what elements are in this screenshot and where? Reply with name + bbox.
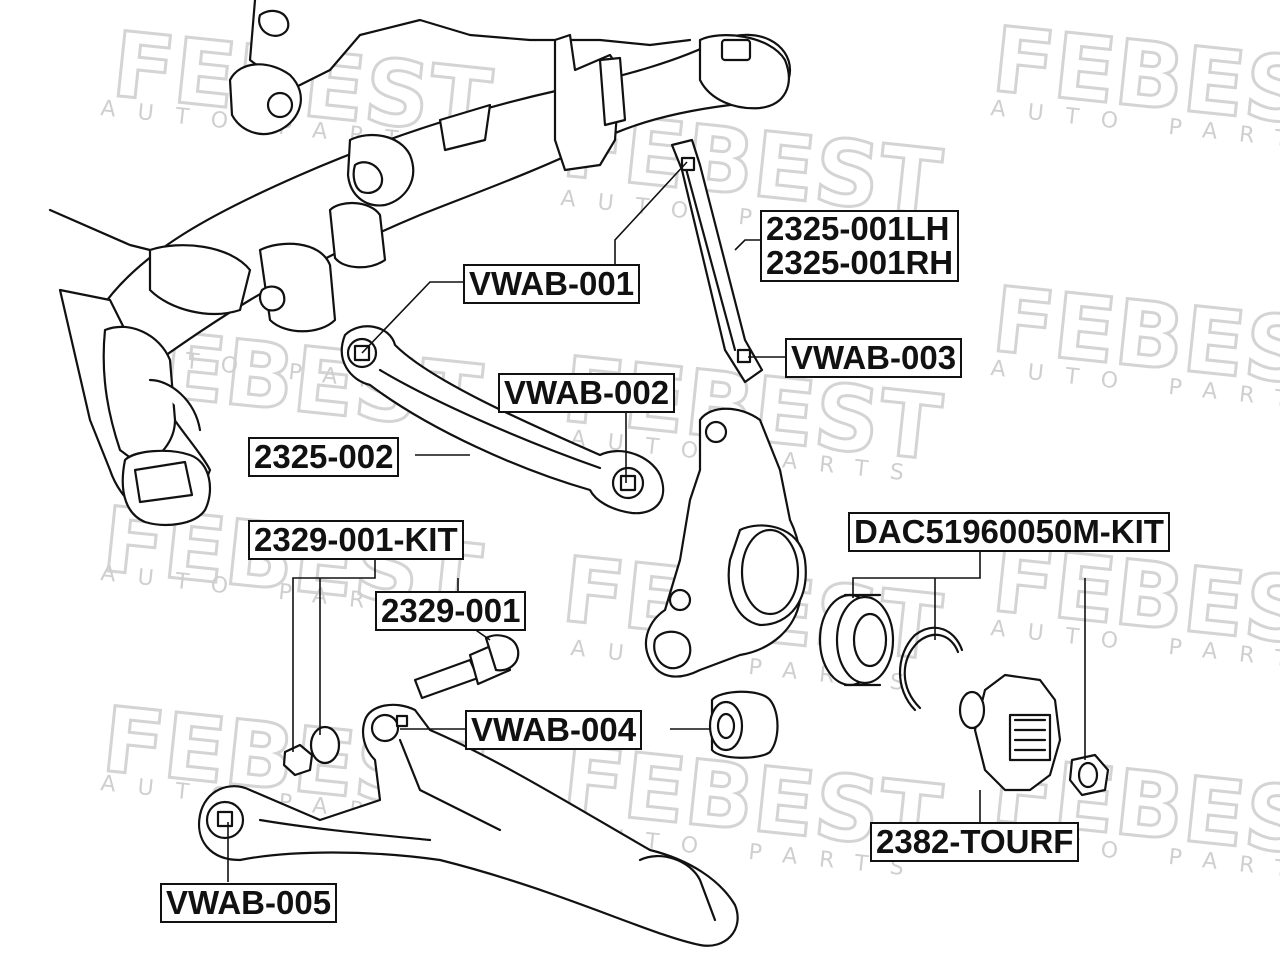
label-2325-002[interactable]: 2325-002 [248,437,400,477]
wheel-hub [958,673,1062,792]
label-2382-tourf[interactable]: 2382-TOURF [870,822,1080,862]
label-2325-001lh: 2325-001LH [766,210,950,247]
bolt-nut [282,743,314,777]
label-vwab-005[interactable]: VWAB-005 [160,883,338,923]
label-vwab-004[interactable]: VWAB-004 [465,710,643,750]
wheel-bearing [818,593,895,687]
label-dac51960050m-kit[interactable]: DAC51960050M-KIT [848,512,1170,552]
label-2329-001-kit[interactable]: 2329-001-KIT [248,520,464,560]
circlip [898,626,964,712]
label-2329-001[interactable]: 2329-001 [375,591,527,631]
bolt-washer [309,725,341,765]
mounting-bolt [413,634,520,700]
label-vwab-001[interactable]: VWAB-001 [463,264,641,304]
label-vwab-002[interactable]: VWAB-002 [498,373,676,413]
bushing-vwab-004 [708,690,779,759]
rear-subframe [48,0,792,526]
wheel-knuckle [644,407,807,678]
label-2325-001rh: 2325-001RH [766,244,954,281]
label-vwab-003[interactable]: VWAB-003 [785,338,963,378]
label-2325-001[interactable]: 2325-001LH 2325-001RH [760,210,960,282]
hub-nut [1068,753,1110,797]
toe-link [670,138,764,384]
lower-control-arm [197,703,739,947]
